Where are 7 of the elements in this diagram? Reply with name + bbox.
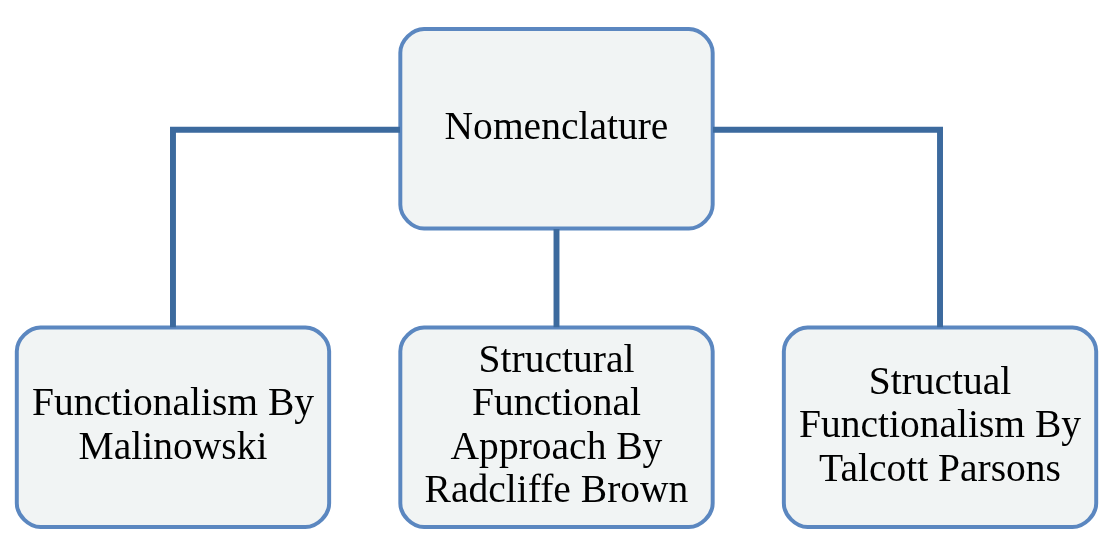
node-box: Structual Functionalism By Talcott Parsons <box>781 325 1099 530</box>
connector <box>713 126 943 328</box>
connector <box>170 126 400 328</box>
node-box: Functionalism By Malinowski <box>14 325 332 530</box>
node-box: Structural Functional Approach By Radcliffe Brown <box>398 325 715 530</box>
node-box: Nomenclature <box>398 26 715 231</box>
connector <box>553 228 560 328</box>
